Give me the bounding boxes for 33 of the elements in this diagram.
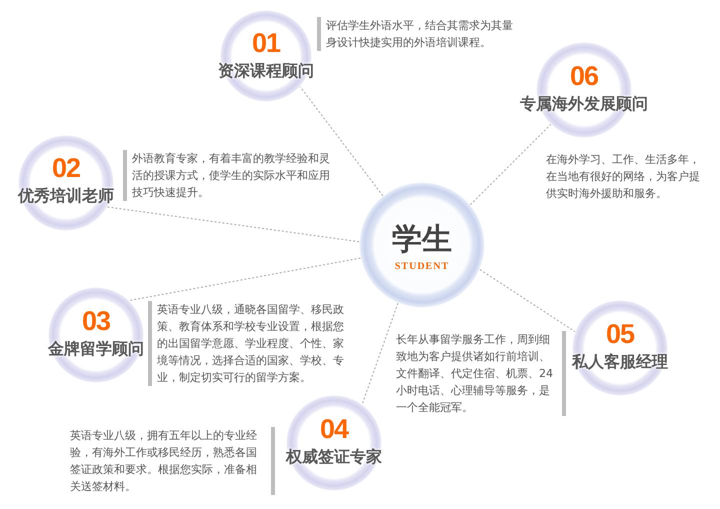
step-number: 03	[82, 307, 110, 335]
hub-circle	[359, 182, 485, 308]
circle-node	[284, 395, 384, 491]
circle-node	[216, 10, 316, 102]
dashed-connector	[480, 269, 576, 332]
node-title: 金牌留学顾问	[48, 339, 144, 359]
circle-node	[519, 42, 649, 138]
description-text: 在海外学习、工作、生活多年，在当地有很好的网络，为客户提供实时海外援助和服务。	[546, 152, 701, 202]
step-number: 02	[52, 154, 80, 182]
node-title: 资深课程顾问	[218, 61, 314, 81]
step-number: 04	[320, 415, 348, 443]
dashed-connector	[470, 124, 552, 206]
description-text: 英语专业八级，通晓各国留学、移民政策、教育体系和学校专业设置，根据您的出国留学意愿、学业程度、个性、家境等情况，选择合适的国家、学校、专业，制定切实可行的留学方案。	[148, 301, 352, 386]
description-text: 外语教育专家，有着丰富的教学经验和灵活的授课方式，使学生的实际水平和应用技巧快速提升。	[123, 150, 332, 201]
node-title: 权威签证专家	[286, 447, 382, 467]
dashed-connector	[128, 258, 361, 301]
description-text: 评估学生外语水平，结合其需求为其量身设计快捷实用的外语培训课程。	[317, 17, 514, 51]
circle-node	[46, 287, 146, 383]
circle-node	[16, 135, 116, 231]
circle-node	[571, 300, 669, 396]
dashed-connector	[362, 302, 398, 405]
description-text: 长年从事留学服务工作，周到细致地为客户提供诸如行前培训、文件翻译、代定住宿、机票、24小时电话、心理辅导等服务，是一个全能冠军。	[396, 331, 566, 416]
step-number: 05	[606, 320, 634, 348]
dashed-connector	[300, 86, 384, 196]
hub-subtitle: STUDENT	[394, 261, 450, 273]
node-title: 优秀培训老师	[18, 186, 114, 206]
step-number: 06	[570, 62, 598, 90]
step-number: 01	[252, 29, 280, 57]
hub-title: 学生	[392, 223, 452, 257]
node-title: 专属海外发展顾问	[520, 94, 648, 114]
node-title: 私人客服经理	[572, 352, 668, 372]
dashed-connector	[107, 206, 360, 242]
description-text: 英语专业八级，拥有五年以上的专业经验，有海外工作或移民经历，熟悉各国签证政策和要求。根据您实际，准备相关送签材料。	[70, 427, 275, 495]
